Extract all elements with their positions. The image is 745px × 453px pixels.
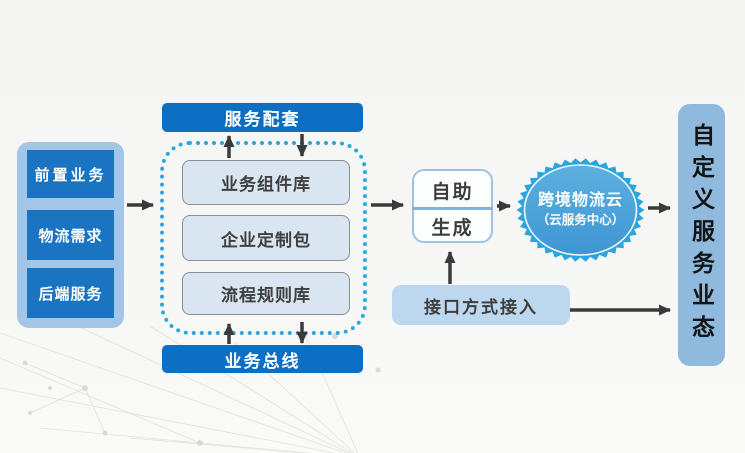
business-bus-bar-label: 业务总线 [224,351,301,371]
node-enterprise-custom-package: 企业定制包 [182,215,350,261]
node-custom-service-ecosystem: 自定义服务业态 [678,104,725,366]
node-front-business: 前置业务 [27,150,114,198]
node-logistics-demand: 物流需求 [27,210,114,260]
node-business-component-library-label: 业务组件库 [221,175,311,194]
background-network-pattern [0,318,381,453]
component-container-dotted-border [160,141,367,335]
cloud-seal-inner [523,164,638,256]
self-generate-divider [412,207,493,210]
node-logistics-demand-label: 物流需求 [38,227,103,245]
self-generate-line2: 生成 [431,218,474,239]
cloud-text: 跨境物流云 （云服务中心） [515,157,646,263]
service-support-bar-label: 服务配套 [224,110,301,129]
cloud-title: 跨境物流云 [537,192,623,209]
node-process-rule-library-label: 流程规则库 [221,286,311,305]
node-backend-service: 后端服务 [27,268,114,318]
node-business-component-library: 业务组件库 [182,160,350,205]
node-interface-access: 接口方式接入 [392,285,570,325]
cloud-subtitle: （云服务中心） [536,213,625,227]
node-front-business-label: 前置业务 [34,166,107,184]
node-self-generate: 自助 生成 [412,169,493,243]
node-backend-service-label: 后端服务 [38,285,103,303]
input-panel: 前置业务 物流需求 后端服务 [17,142,124,328]
cloud-seal-shape [516,158,645,262]
node-process-rule-library: 流程规则库 [182,272,350,315]
self-generate-line1: 自助 [431,181,474,203]
node-custom-service-ecosystem-label: 自定义服务业态 [688,123,715,347]
business-bus-bar: 业务总线 [162,345,363,373]
node-interface-access-label: 接口方式接入 [424,297,538,317]
node-crossborder-logistics-cloud: 跨境物流云 （云服务中心） [515,157,646,263]
node-enterprise-custom-package-label: 企业定制包 [221,230,311,250]
service-support-bar: 服务配套 [162,103,363,132]
